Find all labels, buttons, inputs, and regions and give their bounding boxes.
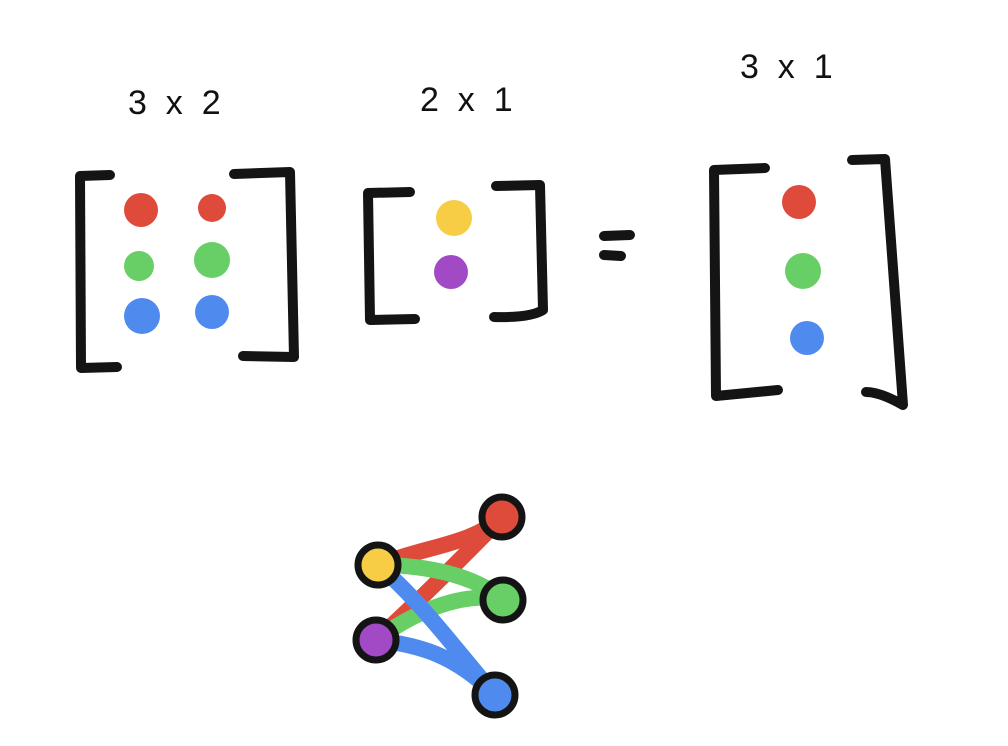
vector-b-r1-dot (436, 200, 472, 236)
vector-c-right-bracket (847, 154, 908, 410)
vector-c-r2-dot (785, 253, 821, 289)
matrix-a-r2c2-dot (194, 242, 230, 278)
node-input-purple (352, 616, 400, 664)
matrix-a-r1c1-dot (124, 193, 158, 227)
vector-c (709, 154, 908, 410)
vector-c-dimension-label: 3 x 1 (740, 48, 833, 86)
network-graph (352, 493, 527, 719)
node-output-blue (471, 671, 519, 719)
matrix-a-r3c1-dot (124, 298, 160, 334)
matrix-a-r2c1-dot (124, 251, 154, 281)
vector-b-right-bracket (489, 180, 548, 323)
node-output-green (479, 576, 527, 624)
matrix-a-left-bracket (75, 170, 122, 373)
equals-top-bar (599, 230, 635, 241)
matrix-a-right-bracket (229, 167, 299, 362)
vector-c-left-bracket (709, 163, 783, 401)
vector-b-dimension-label: 2 x 1 (420, 81, 513, 119)
node-output-red (478, 493, 526, 541)
vector-c-r3-dot (790, 321, 824, 355)
vector-c-r1-dot (782, 185, 816, 219)
vector-b-r2-dot (434, 255, 468, 289)
vector-b-left-bracket (363, 187, 420, 325)
matrix-a-dimension-label: 3 x 2 (128, 84, 221, 122)
matrix-a (75, 167, 299, 373)
equals-bottom-bar (599, 250, 626, 261)
equals-sign (599, 230, 635, 261)
matrix-a-r1c2-dot (198, 194, 226, 222)
matrix-a-r3c2-dot (195, 295, 229, 329)
node-input-yellow (354, 541, 402, 589)
vector-b (363, 180, 548, 325)
